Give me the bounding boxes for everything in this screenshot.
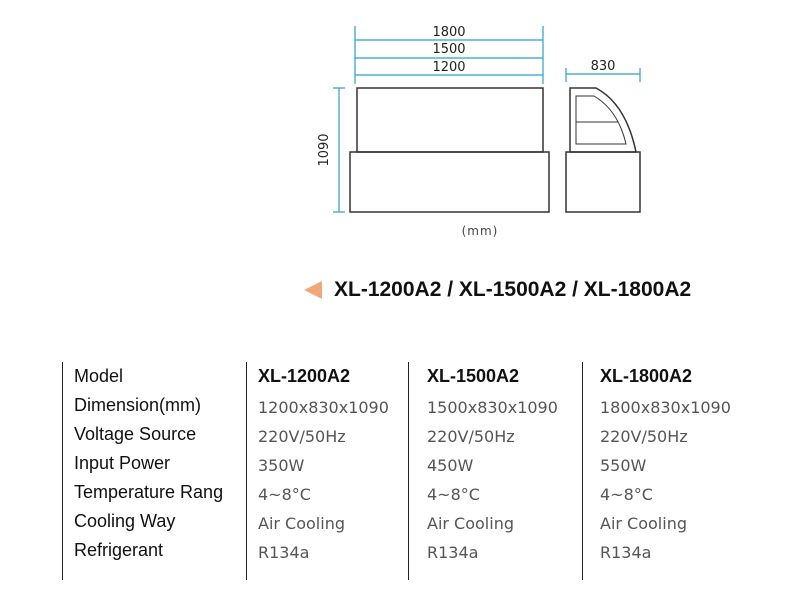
depth-dimension bbox=[565, 68, 641, 82]
header-xl-1200a2: XL-1200A2 bbox=[258, 366, 351, 386]
cell-value: 1800x830x1090 bbox=[600, 398, 731, 417]
table-row: Input Power 350W 450W 550W bbox=[62, 453, 762, 482]
table-row: Temperature Rang 4~8°C 4~8°C 4~8°C bbox=[62, 482, 762, 511]
table-divider bbox=[246, 362, 247, 580]
row-label: Cooling Way bbox=[74, 511, 176, 531]
dim-830: 830 bbox=[591, 59, 616, 74]
model-title: XL-1200A2 / XL-1500A2 / XL-1800A2 bbox=[334, 278, 692, 301]
cell-value: 1200x830x1090 bbox=[258, 398, 389, 417]
height-dimension bbox=[333, 87, 345, 213]
cell-value: 4~8°C bbox=[258, 485, 311, 504]
dim-1800: 1800 bbox=[432, 25, 465, 40]
cell-value: R134a bbox=[427, 543, 479, 562]
table-divider bbox=[408, 362, 409, 580]
row-label: Temperature Rang bbox=[74, 482, 224, 502]
cell-value: 220V/50Hz bbox=[258, 427, 346, 446]
cell-value: R134a bbox=[600, 543, 652, 562]
row-label: Refrigerant bbox=[74, 540, 164, 560]
dim-1200: 1200 bbox=[432, 60, 465, 75]
dim-1090: 1090 bbox=[317, 133, 332, 166]
cell-value: 4~8°C bbox=[427, 485, 480, 504]
table-row: Cooling Way Air Cooling Air Cooling Air … bbox=[62, 511, 762, 540]
header-xl-1800a2: XL-1800A2 bbox=[600, 366, 693, 386]
cell-value: R134a bbox=[258, 543, 310, 562]
table-header-row: Model XL-1200A2 XL-1500A2 XL-1800A2 bbox=[62, 366, 762, 395]
model-title-row: XL-1200A2 / XL-1500A2 / XL-1800A2 bbox=[304, 276, 691, 304]
cell-value: 220V/50Hz bbox=[427, 427, 515, 446]
cell-value: Air Cooling bbox=[600, 514, 687, 533]
cell-value: 350W bbox=[258, 456, 305, 475]
table-row: Refrigerant R134a R134a R134a bbox=[62, 540, 762, 569]
row-label: Dimension(mm) bbox=[74, 395, 202, 415]
table-divider bbox=[582, 362, 583, 580]
cell-value: 4~8°C bbox=[600, 485, 653, 504]
table-row: Voltage Source 220V/50Hz 220V/50Hz 220V/… bbox=[62, 424, 762, 453]
technical-drawing: 1800 1500 1200 1090 830 bbox=[317, 25, 641, 213]
table-row: Dimension(mm) 1200x830x1090 1500x830x109… bbox=[62, 395, 762, 424]
dim-1500: 1500 bbox=[432, 42, 465, 57]
cell-value: 450W bbox=[427, 456, 474, 475]
row-label: Input Power bbox=[74, 453, 171, 473]
cell-value: 1500x830x1090 bbox=[427, 398, 558, 417]
cell-value: 550W bbox=[600, 456, 647, 475]
front-view bbox=[349, 87, 550, 213]
cell-value: Air Cooling bbox=[427, 514, 514, 533]
header-model: Model bbox=[74, 366, 124, 386]
cell-value: Air Cooling bbox=[258, 514, 345, 533]
header-xl-1500a2: XL-1500A2 bbox=[427, 366, 520, 386]
arrow-left-icon bbox=[304, 281, 322, 299]
width-dimensions bbox=[354, 26, 544, 84]
unit-label: (mm) bbox=[461, 224, 499, 238]
table-divider bbox=[62, 362, 63, 580]
row-label: Voltage Source bbox=[74, 424, 197, 444]
side-view bbox=[565, 87, 641, 213]
cell-value: 220V/50Hz bbox=[600, 427, 688, 446]
spec-table: Model XL-1200A2 XL-1500A2 XL-1800A2 Dime… bbox=[62, 362, 762, 580]
